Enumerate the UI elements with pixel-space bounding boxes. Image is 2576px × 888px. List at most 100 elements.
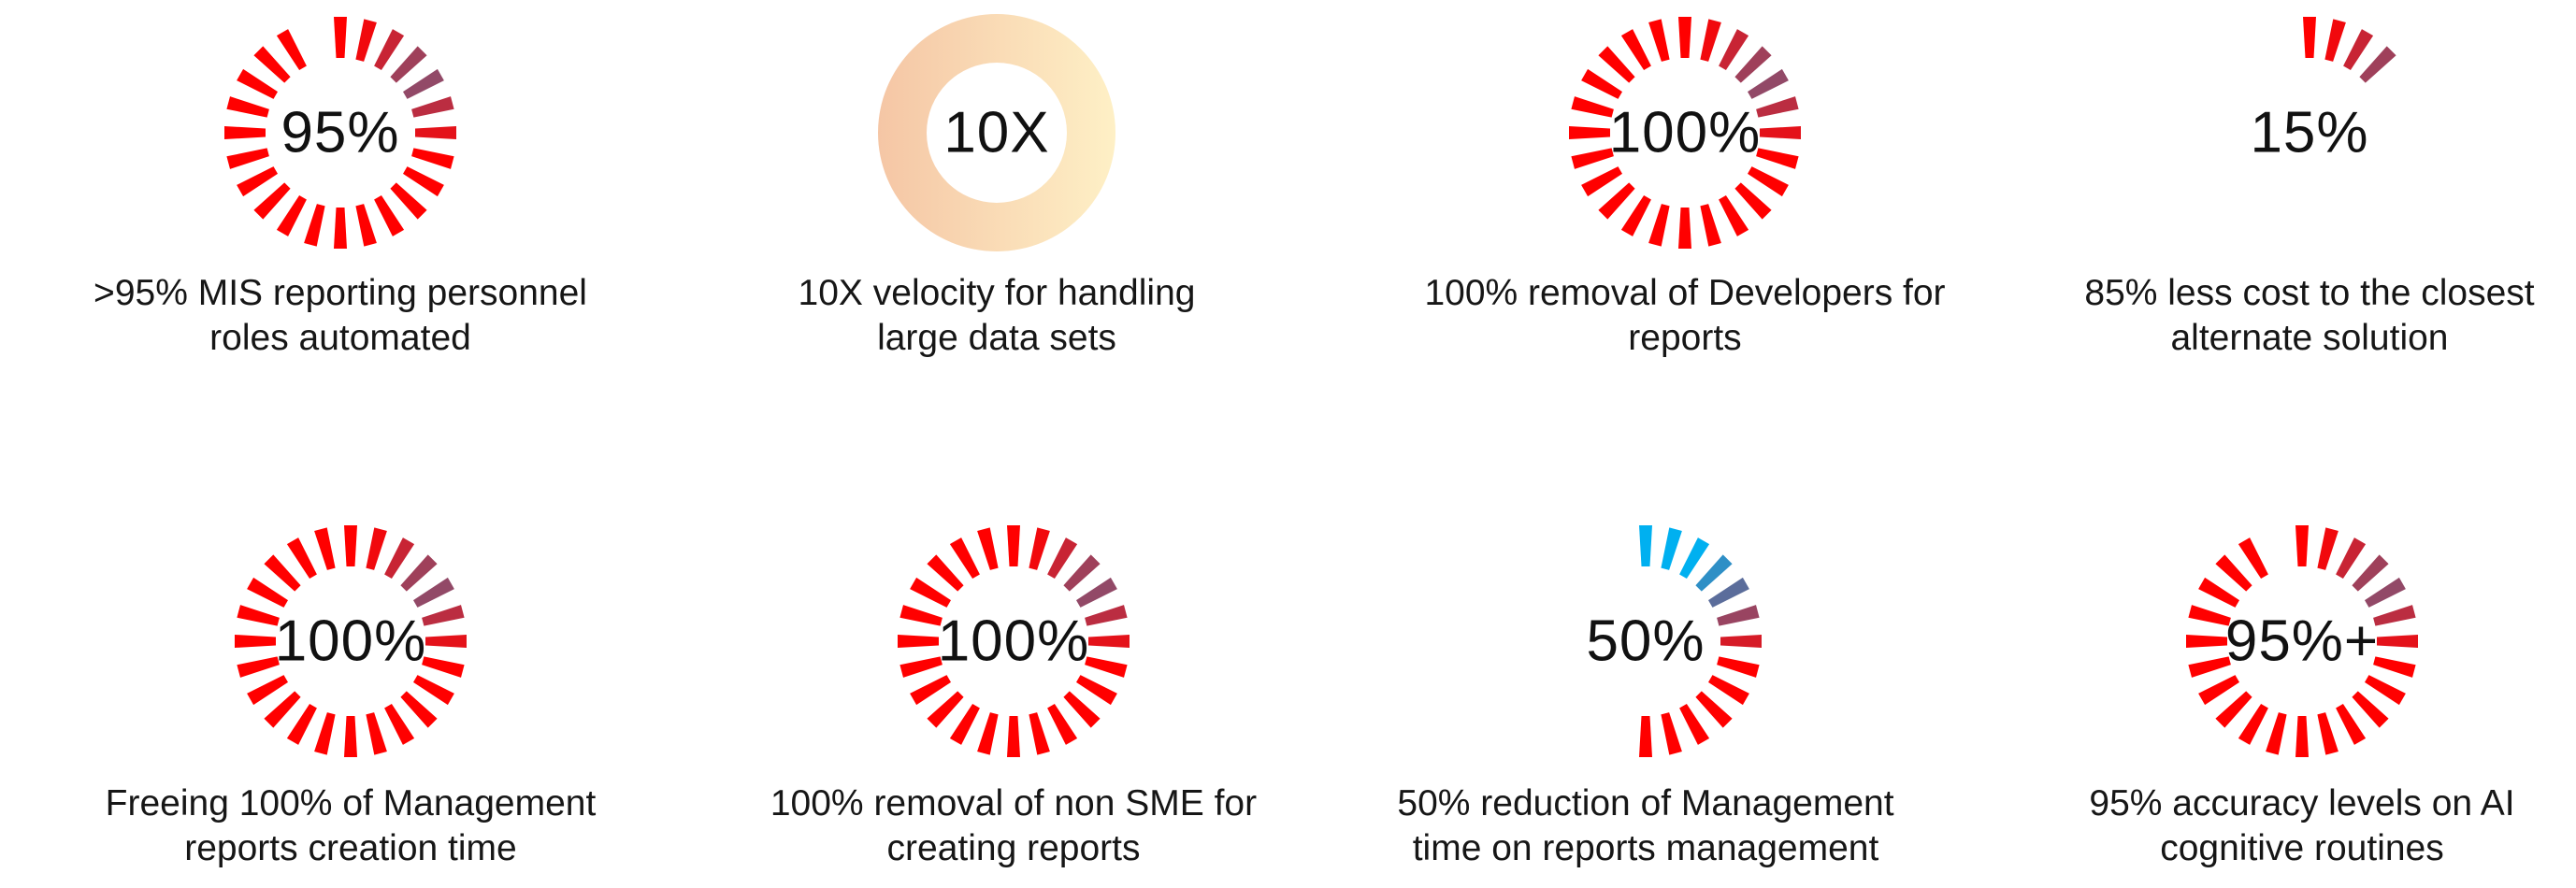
gauge-tick [1734, 46, 1772, 83]
tick-gauge: 50% [1515, 510, 1777, 772]
gauge-tick [1639, 525, 1652, 566]
gauge-tick [344, 716, 357, 757]
gauge-tick [927, 554, 964, 592]
gauge-tick [1679, 704, 1710, 745]
gauge-tick [415, 126, 456, 139]
gauge-tick [1748, 68, 1789, 99]
gauge-tick [1756, 148, 1799, 169]
caption-line: roles automated [209, 318, 471, 358]
gauge-tick [224, 126, 266, 139]
gauge-tick [1719, 29, 1749, 70]
gauge-tick [366, 527, 387, 570]
tick-gauge: 15% [2179, 2, 2440, 264]
gauge-tick [237, 68, 278, 99]
donut-ring: 10X [866, 2, 1128, 264]
caption-line: reports creation time [184, 828, 517, 868]
gauge-tick [2198, 675, 2239, 706]
gauge-tick [1734, 182, 1772, 220]
gauge-tick [1569, 126, 1610, 139]
gauge-tick [1085, 656, 1128, 678]
gauge-tick [286, 537, 317, 579]
gauge-tick [2343, 29, 2374, 70]
gauge-tick [1088, 635, 1130, 648]
gauge-tick [237, 166, 278, 197]
gauge-tick [355, 204, 377, 247]
gauge-tick [422, 656, 465, 678]
gauge-tick [2365, 675, 2406, 706]
gauge-tick [276, 195, 307, 236]
gauge-tick [226, 148, 269, 169]
gauge-tick [1700, 204, 1721, 247]
caption-line: alternate solution [2170, 318, 2449, 358]
gauge-tick [237, 605, 280, 626]
gauge-tick [1648, 19, 1670, 62]
gauge-tick [910, 577, 951, 608]
gauge-tick [264, 554, 301, 592]
gauge-tick [1063, 691, 1101, 728]
gauge-tick [2188, 605, 2231, 626]
gauge-tick [1029, 712, 1050, 755]
gauge-tick [413, 577, 454, 608]
gauge-tick [334, 208, 347, 249]
caption-line: time on reports management [1412, 828, 1879, 868]
gauge-tick [366, 712, 387, 755]
gauge-tick [2238, 704, 2268, 745]
gauge-tick [1063, 554, 1101, 592]
gauge-tick [2266, 712, 2287, 755]
gauge-tick [344, 525, 357, 566]
caption-line: >95% MIS reporting personnel [94, 273, 587, 313]
gauge-tick [2186, 635, 2227, 648]
gauge-tick [403, 68, 444, 99]
gauge-tick [355, 19, 377, 62]
gauge-value: 95%+ [2224, 609, 2380, 674]
gauge-tick [2317, 527, 2339, 570]
tick-gauge: 95%+ [2171, 510, 2433, 772]
gauge-tick [247, 675, 288, 706]
gauge-tick [1076, 675, 1117, 706]
gauge-tick [264, 691, 301, 728]
gauge-tick [1047, 704, 1078, 745]
gauge-tick [235, 635, 276, 648]
gauge-tick [2373, 605, 2416, 626]
gauge-value: 15% [2250, 100, 2369, 165]
tick-gauge: 100% [220, 510, 482, 772]
gauge-tick [1085, 605, 1128, 626]
gauge-tick [390, 182, 427, 220]
gauge-tick [1047, 537, 1078, 579]
gauge-value: 100% [1608, 100, 1762, 165]
gauge-tick [2324, 19, 2346, 62]
gauge-tick [2352, 554, 2389, 592]
caption-line: Freeing 100% of Management [105, 783, 597, 824]
caption-line: 50% reduction of Management [1397, 783, 1894, 824]
gauge-tick [2215, 554, 2252, 592]
gauge-tick [314, 527, 336, 570]
gauge-tick [1695, 554, 1733, 592]
gauge-tick [1029, 527, 1050, 570]
gauge-tick [1719, 195, 1749, 236]
gauge-tick [1717, 656, 1760, 678]
caption-line: reports [1628, 318, 1742, 358]
gauge-tick [1700, 19, 1721, 62]
gauge-tick [1076, 577, 1117, 608]
gauge-tick [422, 605, 465, 626]
gauge-tick [898, 635, 939, 648]
caption-line: 95% accuracy levels on AI [2089, 783, 2515, 824]
gauge-tick [1571, 148, 1614, 169]
gauge-tick [1598, 46, 1635, 83]
gauge-tick [949, 537, 980, 579]
gauge-tick [276, 29, 307, 70]
gauge-value: 95% [281, 100, 400, 165]
caption-line: large data sets [877, 318, 1116, 358]
gauge-tick [411, 148, 454, 169]
gauge-tick [1661, 527, 1682, 570]
gauge-tick [1007, 525, 1020, 566]
tick-gauge: 100% [1554, 2, 1816, 264]
gauge-value: 10X [943, 100, 1050, 165]
gauge-tick [304, 204, 325, 247]
gauge-tick [286, 704, 317, 745]
gauge-tick [2359, 46, 2396, 83]
